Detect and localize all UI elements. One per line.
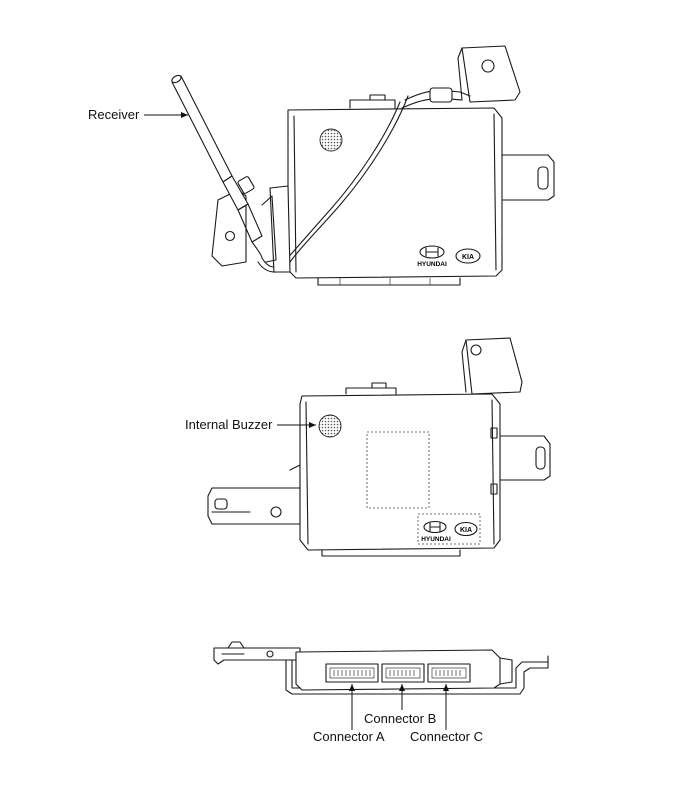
hyundai-logo-top: HYUNDAI <box>417 245 447 268</box>
receiver-label: Receiver <box>88 107 140 122</box>
kia-logo-text: KIA <box>462 254 474 261</box>
connector-a-icon <box>325 663 379 683</box>
hyundai-logo-text: HYUNDAI <box>421 536 451 543</box>
internal-buzzer-label: Internal Buzzer <box>185 417 273 432</box>
buzzer-grille-icon <box>319 128 343 152</box>
view-side-connectors <box>213 641 549 730</box>
connector-b-icon <box>381 663 425 683</box>
view-face-internal-buzzer: HYUNDAI KIA <box>207 337 551 557</box>
hyundai-logo-text: HYUNDAI <box>417 261 447 268</box>
view-top-with-receiver: HYUNDAI KIA <box>144 45 555 286</box>
connector-c-icon <box>427 663 471 683</box>
hyundai-logo-face: HYUNDAI <box>421 520 451 543</box>
kia-logo-text: KIA <box>460 527 472 534</box>
connector-c-label: Connector C <box>410 729 483 744</box>
kia-logo-face: KIA <box>454 521 478 537</box>
internal-buzzer-icon <box>318 414 342 438</box>
kia-logo-top: KIA <box>455 248 481 264</box>
connector-a-label: Connector A <box>313 729 385 744</box>
connector-b-label: Connector B <box>364 711 437 726</box>
